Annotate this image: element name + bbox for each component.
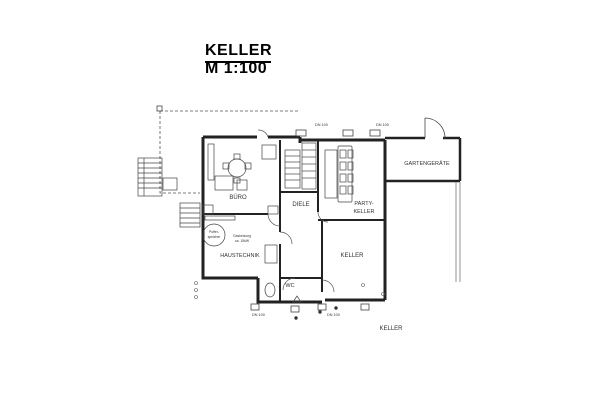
annotation-boiler-1: Gasheizung xyxy=(233,234,251,238)
annotation-buffer-2: speicher xyxy=(208,235,222,239)
shed-walls xyxy=(385,136,462,183)
annotation-buffer-1: Puffer- xyxy=(209,230,219,234)
room-label-party-1: PARTY- xyxy=(354,201,373,207)
room-label-diele: DIELE xyxy=(292,202,309,208)
level-markers xyxy=(194,281,385,299)
annotation-dn100-top: DN 100 xyxy=(315,123,328,127)
railing xyxy=(455,182,461,282)
door-swings xyxy=(257,129,335,293)
party-table xyxy=(324,145,354,203)
corner-marker xyxy=(156,105,163,112)
annotation-dn100-bottom-left: DN 100 xyxy=(252,313,265,317)
outside-stairs xyxy=(137,157,178,197)
pipe-markers xyxy=(294,306,338,320)
room-label-keller: KELLER xyxy=(340,253,364,259)
room-label-party-2: KELLER xyxy=(353,209,374,215)
terrace-outline xyxy=(159,110,300,194)
inner-stairs xyxy=(284,142,317,190)
office-furniture xyxy=(207,143,279,215)
window-marks xyxy=(250,129,381,313)
plan-scale: M 1:100 xyxy=(205,60,268,77)
plan-title: KELLER xyxy=(205,42,272,59)
annotation-dn100-right: DN 100 xyxy=(376,123,389,127)
room-label-buero: BÜRO xyxy=(229,194,247,201)
title-underline xyxy=(205,61,271,63)
annotation-boiler-2: ca. 15kW xyxy=(235,239,250,243)
outside-label-keller: KELLER xyxy=(379,326,403,332)
room-label-haustechnik: HAUSTECHNIK xyxy=(220,253,260,259)
room-label-wc: WC xyxy=(285,283,294,289)
annotation-dn100-bottom-mid: DN 100 xyxy=(327,313,340,317)
shed-door xyxy=(424,117,446,139)
heating-equipment xyxy=(202,204,278,264)
room-label-gartengeraete: GARTENGERÄTE xyxy=(404,160,450,167)
wc-fixtures xyxy=(264,282,302,303)
lightwell-stairs xyxy=(179,202,201,228)
